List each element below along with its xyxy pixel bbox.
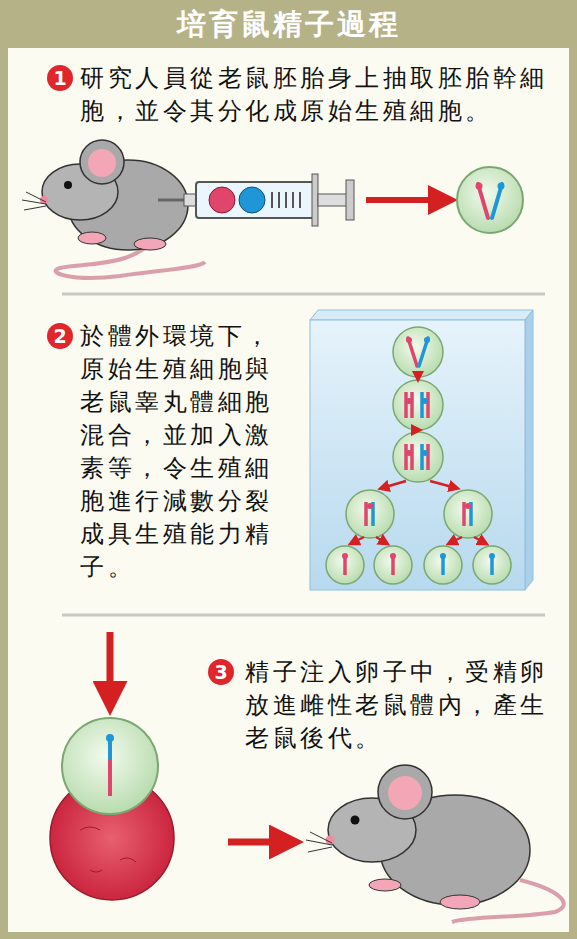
germ-cell — [457, 167, 523, 233]
mouse — [306, 832, 332, 852]
syringe — [184, 194, 196, 206]
step-number: 3 — [208, 659, 234, 685]
culture-box — [310, 310, 533, 590]
fertilized-egg — [106, 734, 114, 742]
mouse — [80, 140, 124, 184]
red-arrow — [107, 632, 114, 702]
mouse — [440, 895, 480, 909]
germ-cell — [498, 183, 505, 190]
fertilized-egg — [62, 718, 158, 814]
meiosis-arrow — [450, 537, 462, 543]
syringe — [196, 182, 314, 218]
title: 培育鼠精子過程 — [0, 4, 577, 44]
meiosis-cells — [473, 546, 511, 584]
meiosis-cells — [374, 546, 412, 584]
meiosis-cells — [444, 490, 492, 538]
meiosis-cells — [424, 546, 462, 584]
mouse — [88, 149, 116, 177]
divider — [62, 294, 545, 615]
germ-cell — [476, 183, 483, 190]
panel — [8, 48, 569, 932]
meiosis-arrow — [382, 481, 406, 488]
meiosis-cells — [393, 327, 443, 377]
culture-box — [525, 310, 533, 590]
germ-cell — [457, 167, 523, 233]
fertilized-egg — [80, 827, 136, 872]
fertilized-egg — [108, 760, 112, 796]
meiosis-cells — [326, 546, 364, 584]
step-text: 精子注入卵子中，受精卵放進雌性老鼠體內，產生老鼠後代。 — [245, 656, 555, 755]
divider — [62, 293, 545, 296]
meiosis-arrow — [430, 481, 456, 488]
mouse — [64, 181, 72, 189]
mouse — [22, 140, 205, 278]
meiosis-cells — [346, 490, 394, 538]
divider — [62, 614, 545, 617]
meiosis-cells — [326, 327, 511, 584]
mouse — [134, 238, 166, 250]
syringe — [209, 187, 235, 213]
syringe — [272, 192, 300, 208]
mouse — [388, 776, 422, 810]
red-arrow — [366, 197, 446, 203]
mouse — [78, 232, 106, 244]
culture-box — [310, 320, 525, 590]
syringe — [312, 174, 318, 226]
red-arrow — [228, 839, 290, 846]
mouse — [22, 192, 46, 210]
mouse — [378, 765, 432, 819]
mouse — [351, 816, 360, 825]
meiosis-cells — [393, 432, 443, 482]
fertilized-egg — [50, 718, 174, 900]
meiosis-arrow — [417, 377, 420, 378]
callout-number: 3 — [214, 661, 227, 683]
step-text: 研究人員從老鼠胚胎身上抽取胚胎幹細胞，並令其分化成原始生殖細胞。 — [80, 62, 556, 128]
callout-number: 1 — [53, 67, 66, 89]
meiosis-arrow — [474, 537, 485, 543]
syringe — [239, 187, 265, 213]
callout-number: 2 — [53, 325, 66, 347]
culture-box — [310, 310, 533, 320]
mouse — [369, 879, 401, 891]
mouse — [306, 765, 564, 922]
syringe — [318, 194, 348, 206]
step-text: 於體外環境下，原始生殖細胞與老鼠睾丸體細胞混合，並加入激素等，令生殖細胞進行減數… — [80, 320, 280, 584]
syringe — [158, 174, 354, 226]
step-number: 1 — [47, 65, 73, 91]
meiosis-arrow — [352, 377, 485, 543]
step-number: 2 — [47, 323, 73, 349]
meiosis-arrow — [376, 537, 386, 543]
meiosis-arrow — [352, 537, 364, 543]
meiosis-cells — [393, 380, 443, 430]
syringe — [346, 180, 354, 220]
